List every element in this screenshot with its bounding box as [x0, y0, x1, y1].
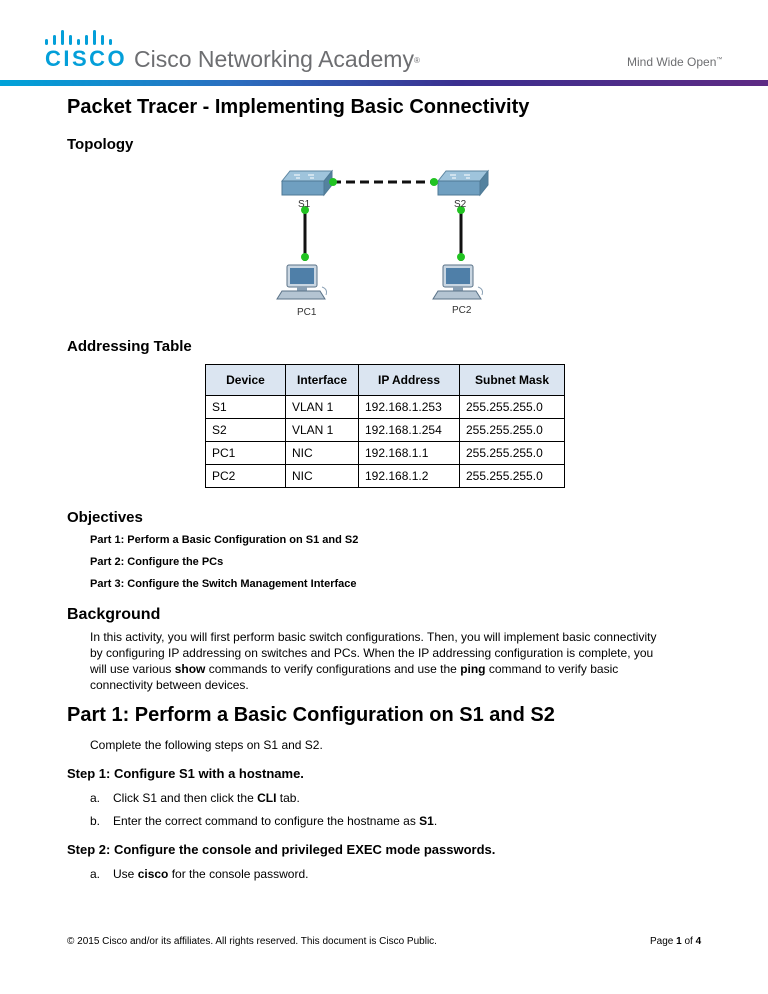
- cell-mask: 255.255.255.0: [459, 395, 565, 419]
- background-line-3: will use various show commands to verify…: [90, 662, 619, 676]
- part1-intro: Complete the following steps on S1 and S…: [90, 738, 323, 752]
- objective-item-3: Part 3: Configure the Switch Management …: [90, 578, 357, 590]
- cisco-logo-bars-icon: [45, 30, 112, 45]
- topology-diagram: S1 S2 PC1 PC2: [276, 169, 490, 318]
- cell-ip: 192.168.1.2: [358, 464, 460, 488]
- label-s2: S2: [454, 199, 467, 210]
- cell-device: S2: [205, 418, 286, 442]
- table-row: PC2 NIC 192.168.1.2 255.255.255.0: [205, 464, 565, 488]
- step2-heading: Step 2: Configure the console and privil…: [67, 842, 496, 857]
- addressing-table: Device Interface IP Address Subnet Mask …: [205, 364, 565, 488]
- background-line-1: In this activity, you will first perform…: [90, 630, 657, 644]
- label-pc1: PC1: [297, 307, 317, 318]
- port-pc2: [457, 253, 465, 261]
- port-pc1: [301, 253, 309, 261]
- cell-interface: VLAN 1: [285, 395, 359, 419]
- background-paragraph: In this activity, you will first perform…: [90, 629, 656, 693]
- table-row: S2 VLAN 1 192.168.1.254 255.255.255.0: [205, 418, 565, 442]
- cell-mask: 255.255.255.0: [459, 464, 565, 488]
- table-row: S1 VLAN 1 192.168.1.253 255.255.255.0: [205, 395, 565, 419]
- pc1-icon: [276, 264, 327, 300]
- port-s1-s2-a: [329, 178, 337, 186]
- cell-mask: 255.255.255.0: [459, 441, 565, 465]
- table-row: PC1 NIC 192.168.1.1 255.255.255.0: [205, 441, 565, 465]
- cell-mask: 255.255.255.0: [459, 418, 565, 442]
- col-ip-address: IP Address: [358, 364, 460, 396]
- cell-device: S1: [205, 395, 286, 419]
- label-pc2: PC2: [452, 305, 472, 316]
- document-title: Packet Tracer - Implementing Basic Conne…: [67, 96, 530, 118]
- background-line-4: connectivity between devices.: [90, 678, 249, 692]
- port-s1-s2-b: [430, 178, 438, 186]
- col-interface: Interface: [285, 364, 359, 396]
- step1-item-b: b.Enter the correct command to configure…: [90, 814, 438, 828]
- part1-heading: Part 1: Perform a Basic Configuration on…: [67, 704, 555, 726]
- col-subnet-mask: Subnet Mask: [459, 364, 565, 396]
- academy-name: Cisco Networking Academy®: [134, 46, 420, 72]
- switch-s1-icon: [280, 169, 334, 197]
- cell-device: PC1: [205, 441, 286, 465]
- cell-interface: NIC: [285, 441, 359, 465]
- table-header-row: Device Interface IP Address Subnet Mask: [205, 364, 565, 396]
- tagline: Mind Wide Open™: [627, 55, 723, 69]
- footer-copyright: © 2015 Cisco and/or its affiliates. All …: [67, 936, 437, 947]
- step1-heading: Step 1: Configure S1 with a hostname.: [67, 766, 304, 781]
- background-heading: Background: [67, 606, 161, 623]
- step2-item-a: a.Use cisco for the console password.: [90, 867, 309, 881]
- background-line-2: by configuring IP addressing on switches…: [90, 646, 654, 660]
- footer-page-number: Page 1 of 4: [650, 936, 702, 947]
- col-device: Device: [205, 364, 286, 396]
- cell-ip: 192.168.1.254: [358, 418, 460, 442]
- cisco-logo-text: CISCO: [45, 46, 128, 71]
- step1-item-a: a.Click S1 and then click the CLI tab.: [90, 791, 300, 805]
- pc2-icon: [432, 264, 483, 300]
- cell-interface: VLAN 1: [285, 418, 359, 442]
- port-s2-down: [457, 206, 465, 214]
- objectives-heading: Objectives: [67, 509, 143, 526]
- addressing-table-heading: Addressing Table: [67, 338, 192, 355]
- label-s1: S1: [298, 199, 311, 210]
- cell-interface: NIC: [285, 464, 359, 488]
- header-color-rule: [0, 80, 768, 86]
- cell-ip: 192.168.1.253: [358, 395, 460, 419]
- objective-item-2: Part 2: Configure the PCs: [90, 556, 224, 568]
- port-s1-down: [301, 206, 309, 214]
- objective-item-1: Part 1: Perform a Basic Configuration on…: [90, 534, 359, 546]
- cell-device: PC2: [205, 464, 286, 488]
- cell-ip: 192.168.1.1: [358, 441, 460, 465]
- topology-heading: Topology: [67, 136, 134, 153]
- switch-s2-icon: [436, 169, 490, 197]
